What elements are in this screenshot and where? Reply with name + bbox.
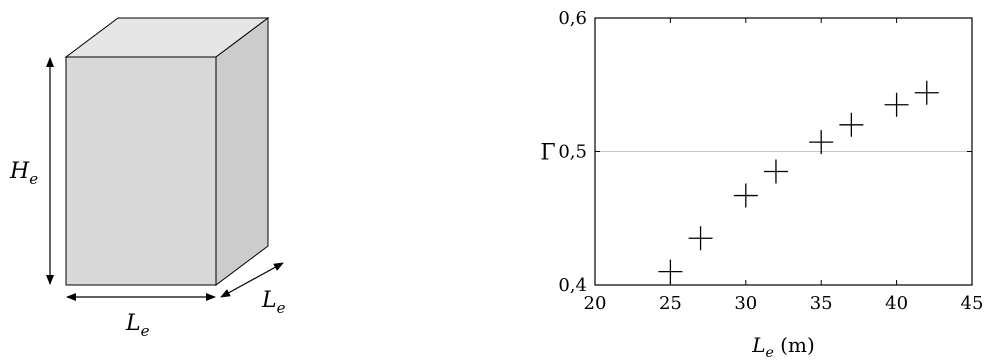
- x-tick-label: 30: [734, 293, 757, 314]
- x-axis-label: Le (m): [751, 333, 815, 361]
- x-tick-label: 20: [584, 293, 607, 314]
- x-tick-label: 25: [659, 293, 682, 314]
- y-tick-label: 0,4: [558, 275, 587, 296]
- data-point: [809, 130, 834, 155]
- scatter-chart: 20 25 30 35 40 45 0,4 0,5 0,6 Le (m) Γ: [540, 8, 983, 361]
- data-point: [839, 112, 864, 137]
- height-label: He: [9, 159, 38, 188]
- data-points: [658, 80, 939, 284]
- y-axis-label: Γ: [540, 141, 555, 166]
- y-tick-label: 0,6: [558, 8, 587, 29]
- depth-label: Le: [261, 288, 286, 317]
- width-label: Le: [125, 311, 150, 340]
- data-point: [914, 80, 939, 105]
- box-front-face: [65, 56, 217, 286]
- data-point: [884, 92, 909, 117]
- tick-labels: 20 25 30 35 40 45 0,4 0,5 0,6: [558, 8, 983, 314]
- y-tick-label: 0,5: [558, 142, 587, 163]
- x-tick-label: 45: [961, 293, 984, 314]
- data-point: [688, 226, 713, 251]
- box-side-face: [215, 17, 269, 286]
- x-tick-label: 40: [885, 293, 908, 314]
- x-tick-label: 35: [810, 293, 833, 314]
- data-point: [658, 259, 683, 284]
- depth-dimension-arrow: [220, 262, 284, 298]
- data-point: [733, 183, 758, 208]
- box-diagram: He Le Le: [9, 17, 286, 340]
- plot-frame: [594, 17, 973, 286]
- data-point: [763, 159, 788, 184]
